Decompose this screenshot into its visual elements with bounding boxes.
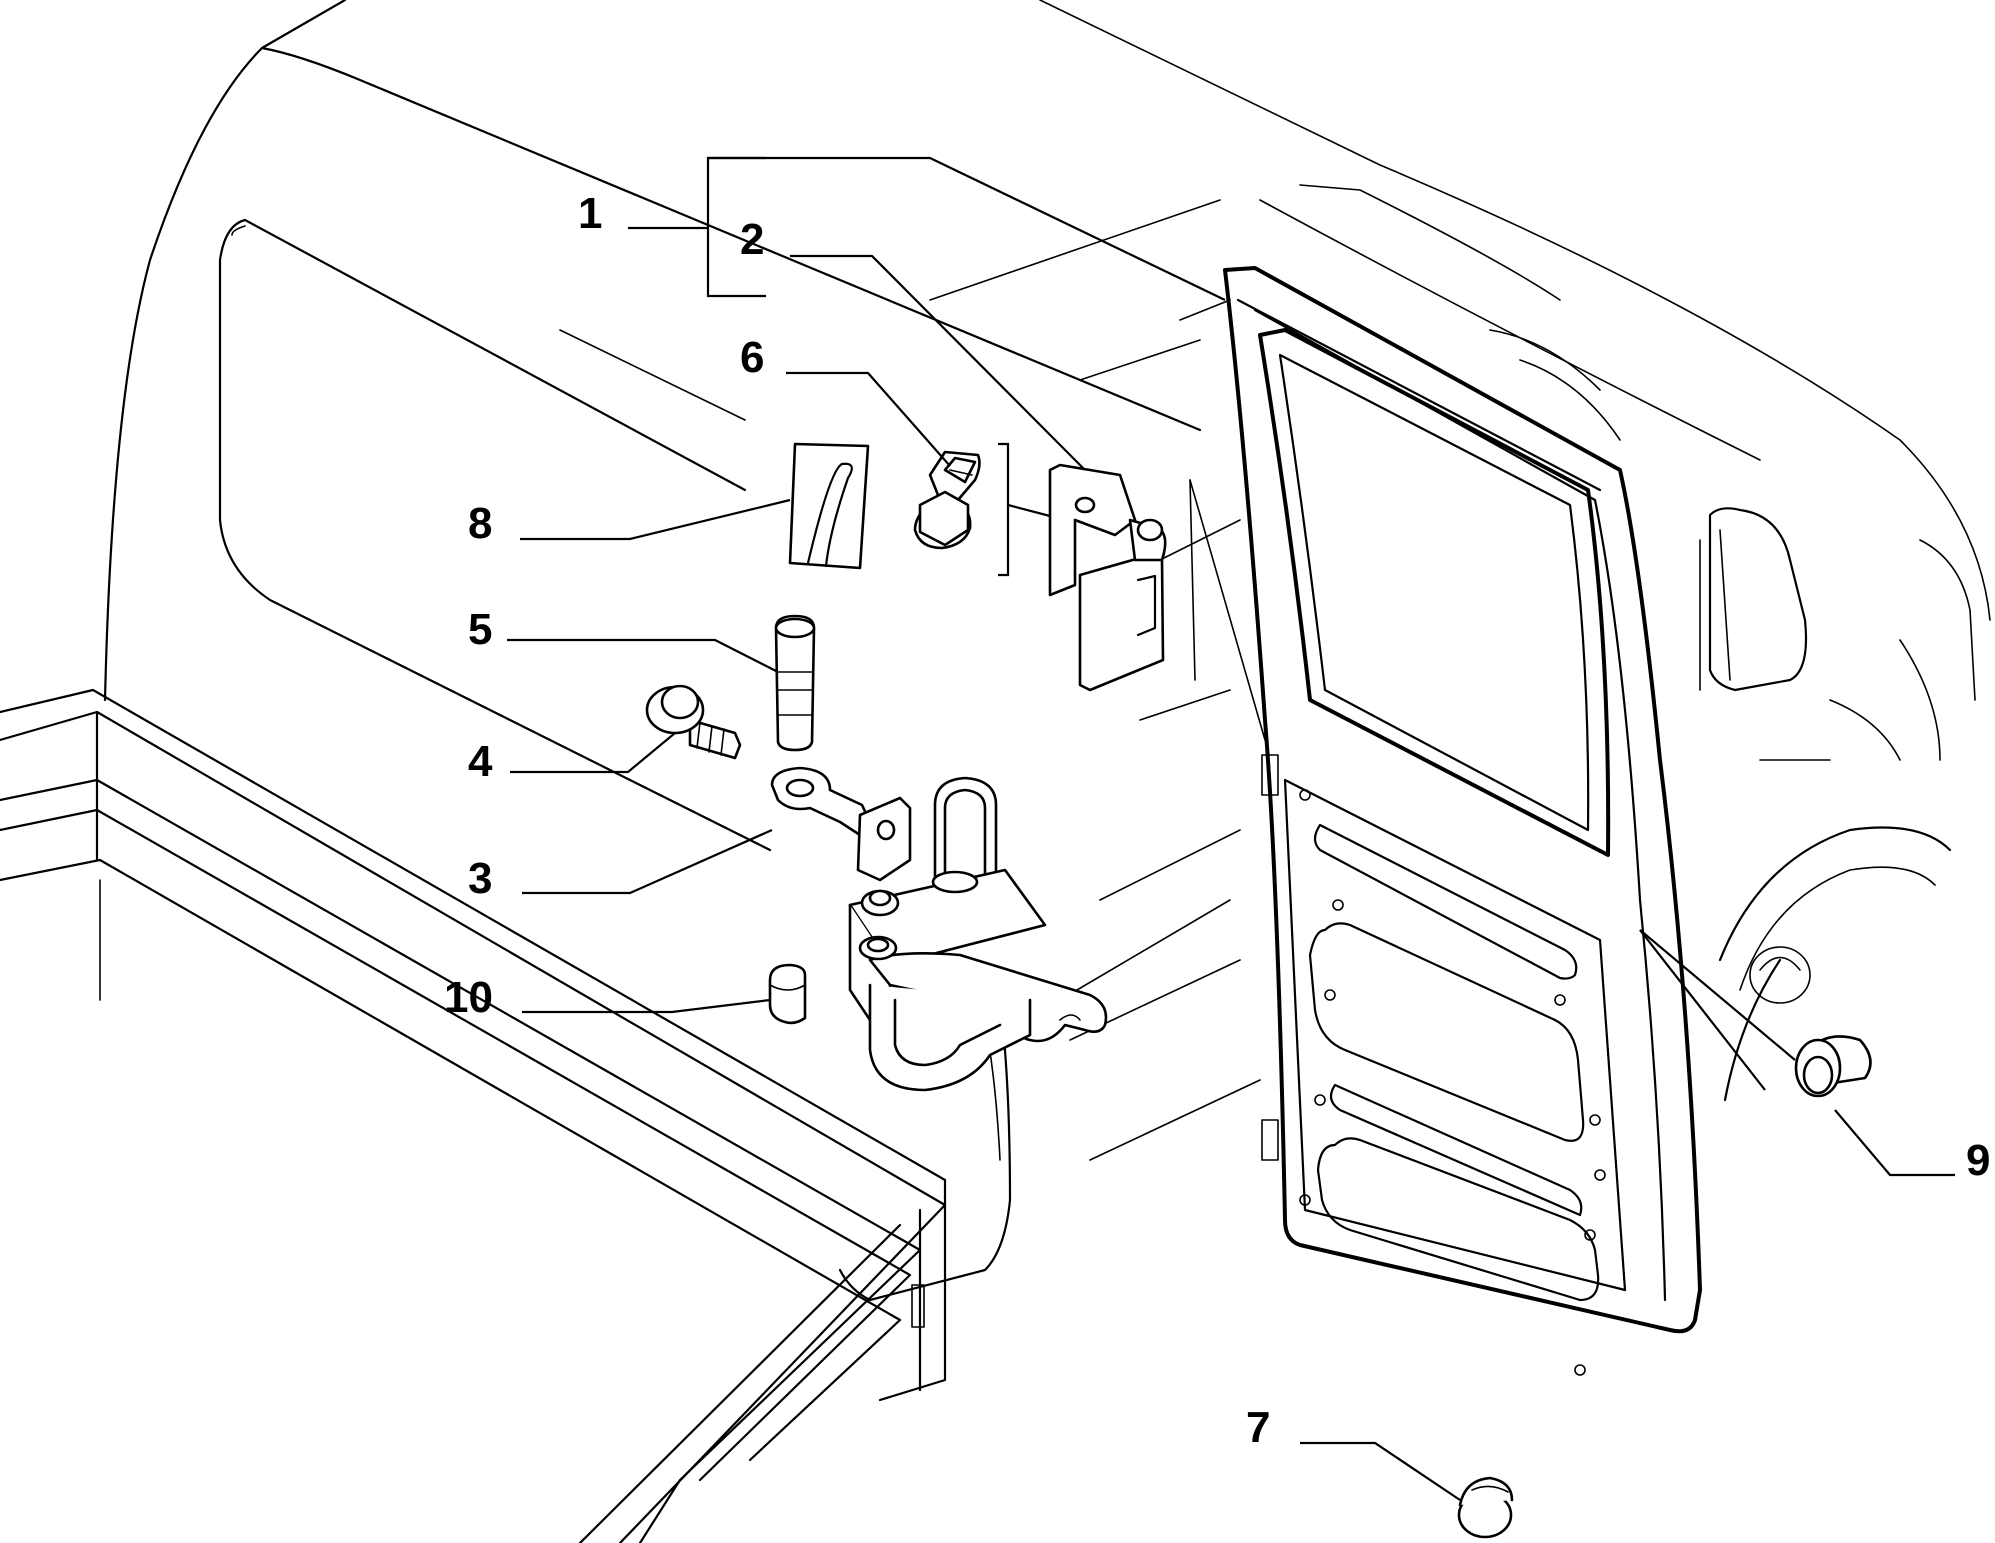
callout-9: 9 [1966, 1136, 1990, 1185]
callout-10: 10 [444, 973, 493, 1022]
callout-4: 4 [468, 737, 493, 786]
callout-6: 6 [740, 333, 764, 382]
callout-7: 7 [1246, 1403, 1270, 1452]
callout-labels: 1 2 6 8 5 4 3 10 9 7 [444, 189, 1990, 1452]
part-10-spacer-bush [768, 963, 807, 1025]
leader-lines [507, 156, 1955, 1501]
callout-3: 3 [468, 854, 492, 903]
callout-8: 8 [468, 499, 492, 548]
callout-2: 2 [740, 215, 764, 264]
rear-door-panel [1189, 266, 1702, 1376]
part-5-hinge-pin [774, 614, 816, 752]
part-9-push-clip [1794, 1035, 1872, 1098]
cargo-bed [0, 688, 947, 1543]
callout-1: 1 [578, 189, 602, 238]
part-8-shim-plate [788, 442, 870, 570]
callout-5: 5 [468, 605, 492, 654]
part-7-cap [1457, 1476, 1514, 1539]
part-3-hinge-assembly [770, 766, 1108, 1092]
part-4-flange-bolt [645, 684, 742, 760]
vehicle-cab-outline [103, 0, 1991, 1302]
part-2-hinge-bracket [1048, 463, 1167, 692]
part-6-hex-bolt [913, 450, 981, 550]
